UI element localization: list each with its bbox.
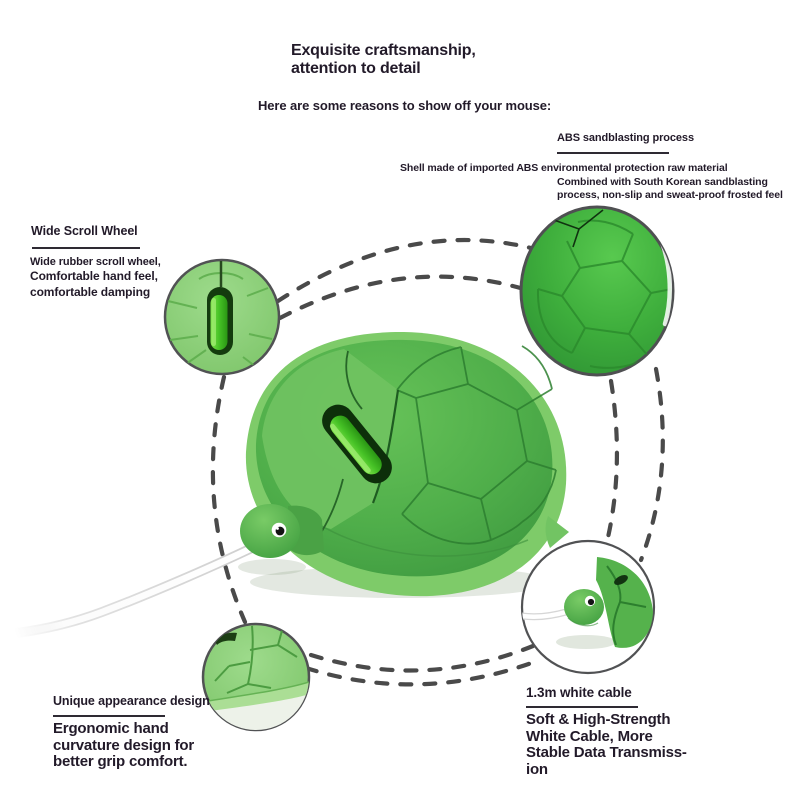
shell-closeup-sharp-seams bbox=[553, 209, 604, 248]
feature-abs-underline bbox=[557, 152, 669, 154]
body-closeup-rim-edge bbox=[203, 681, 309, 703]
usb-cable-core bbox=[12, 542, 260, 637]
feature-cable-desc-line3: Stable Data Transmiss- bbox=[526, 744, 687, 761]
head-closeup-cable-core bbox=[522, 609, 569, 620]
page-title-line2: attention to detail bbox=[291, 60, 421, 77]
feature-cable-heading: 1.3m white cable bbox=[526, 685, 632, 700]
scroll-wheel-highlight bbox=[329, 423, 371, 473]
feature-wheel-underline bbox=[32, 247, 140, 249]
feature-cable-desc: Soft & High-Strength White Cable, More S… bbox=[526, 711, 687, 778]
feature-appearance-desc-line3: better grip comfort. bbox=[53, 753, 188, 770]
page-title: Exquisite craftsmanship, attention to de… bbox=[291, 42, 476, 78]
feature-wheel-desc-line3: comfortable damping bbox=[30, 284, 151, 299]
head-shadow bbox=[238, 559, 306, 575]
feature-appearance-desc-line2: curvature design for bbox=[53, 736, 195, 754]
feature-cable-underline bbox=[526, 706, 638, 708]
feature-wheel-desc-line2: Comfortable hand feel, bbox=[30, 269, 158, 283]
feature-abs-desc-more: Combined with South Korean sandblasting … bbox=[557, 176, 783, 202]
shell-texture-closeup bbox=[519, 205, 675, 377]
button-split-bottom bbox=[321, 478, 344, 532]
feature-appearance-desc-line1: Ergonomic hand bbox=[53, 720, 169, 737]
head-closeup-chin-line bbox=[567, 617, 599, 627]
feature-cable-desc-line1: Soft & High-Strength bbox=[526, 711, 671, 728]
shell-scute-lines bbox=[396, 345, 557, 545]
turtle-head bbox=[240, 504, 300, 558]
feature-appearance-heading: Unique appearance design bbox=[53, 694, 210, 708]
usb-cable bbox=[11, 541, 261, 638]
feature-abs-desc-line3: process, non-slip and sweat-proof froste… bbox=[557, 189, 783, 201]
feature-cable-desc-line4: ion bbox=[526, 760, 548, 778]
mouse-button-area bbox=[262, 349, 398, 529]
feature-wheel-desc-line1: Wide rubber scroll wheel, bbox=[30, 256, 161, 268]
body-curve-closeup bbox=[201, 622, 311, 732]
closeup-wheel-highlight bbox=[211, 298, 216, 346]
feature-abs-heading: ABS sandblasting process bbox=[557, 132, 694, 144]
page-title-line1: Exquisite craftsmanship, bbox=[291, 42, 476, 59]
body-closeup-rim bbox=[203, 682, 309, 712]
button-shell-seam bbox=[371, 389, 400, 504]
head-closeup-eye-pupil bbox=[587, 598, 595, 606]
feature-appearance-desc: Ergonomic hand curvature design for bett… bbox=[53, 720, 195, 771]
feature-cable-desc-line2: White Cable, More bbox=[526, 727, 653, 745]
turtle-head-cable-closeup bbox=[520, 539, 656, 675]
head-closeup-shadow bbox=[556, 635, 616, 649]
scroll-wheel-closeup bbox=[163, 258, 281, 376]
feature-wheel-desc: Wide rubber scroll wheel, Comfortable ha… bbox=[30, 255, 161, 300]
turtle-mouse-photo bbox=[11, 331, 569, 638]
button-split-top bbox=[345, 350, 363, 410]
page-subtitle: Here are some reasons to show off your m… bbox=[258, 98, 552, 113]
feature-wheel-heading: Wide Scroll Wheel bbox=[31, 224, 138, 238]
feature-abs-desc-line1: Shell made of imported ABS environmental… bbox=[400, 162, 728, 174]
dashed-ring-connector bbox=[210, 238, 665, 687]
scroll-wheel bbox=[330, 415, 382, 475]
turtle-eye-glint bbox=[276, 527, 279, 530]
head-closeup-notch bbox=[614, 575, 628, 585]
turtle-tail bbox=[545, 516, 569, 548]
skirt-seam bbox=[305, 515, 529, 557]
feature-appearance-underline bbox=[53, 715, 165, 717]
feature-abs-desc-line2: Combined with South Korean sandblasting bbox=[557, 176, 768, 188]
